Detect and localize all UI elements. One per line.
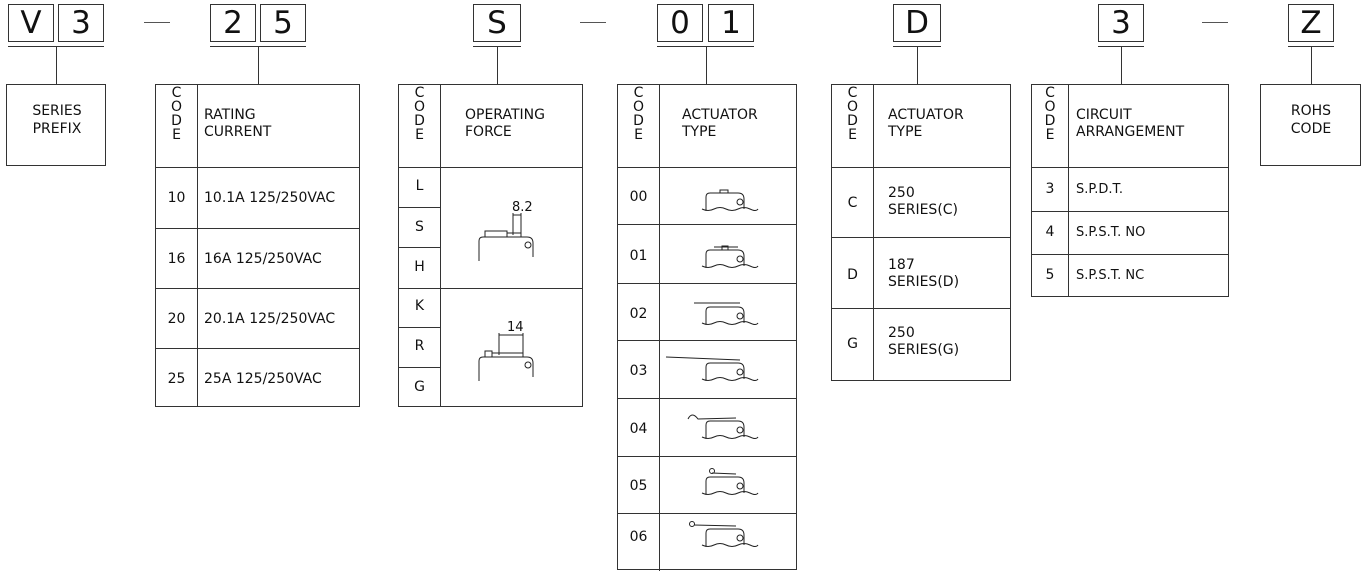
terminal-value-line1: 250 xyxy=(888,185,915,201)
rohs-line1: ROHS xyxy=(1290,103,1332,119)
code-char-box: D xyxy=(893,4,941,42)
actuator-pin-plunger-drawing xyxy=(701,189,759,211)
actuator-code: 00 xyxy=(629,189,648,205)
terminal-value-line2: SERIES(G) xyxy=(888,342,960,358)
force-code: L xyxy=(415,178,424,194)
circuit-header-line1: CIRCUIT xyxy=(1076,107,1132,123)
separator-dash xyxy=(1202,22,1228,23)
rating-header-line1: RATING xyxy=(204,107,256,123)
terminal-value-line1: 250 xyxy=(888,325,915,341)
rating-header-line2: CURRENT xyxy=(204,124,272,140)
rating-value: 20.1A 125/250VAC xyxy=(204,311,336,327)
force-header-line2: FORCE xyxy=(465,124,512,140)
connector-line xyxy=(917,46,918,84)
code-char-box: S xyxy=(473,4,521,42)
terminal-code: C xyxy=(847,195,858,211)
dimension-label: 14 xyxy=(507,320,524,335)
rating-code: 25 xyxy=(167,371,186,387)
actuator-long-roller-drawing xyxy=(689,521,759,547)
actuator-code: 01 xyxy=(629,248,648,264)
actuator-code: 06 xyxy=(629,529,648,545)
actuator-header-line1: ACTUATOR xyxy=(682,107,758,123)
separator-dash xyxy=(144,22,170,23)
connector-line xyxy=(258,46,259,84)
series-prefix-line2: PREFIX xyxy=(32,121,82,137)
terminal-value-line2: SERIES(C) xyxy=(888,202,959,218)
circuit-value: S.P.S.T. NO xyxy=(1076,225,1146,240)
terminal-value-line1: 187 xyxy=(888,257,915,273)
rohs-line2: CODE xyxy=(1290,121,1332,137)
code-char-box: 1 xyxy=(708,4,754,42)
actuator-code: 03 xyxy=(629,363,648,379)
code-char-box: Z xyxy=(1288,4,1334,42)
rating-value: 25A 125/250VAC xyxy=(204,371,322,387)
switch-dimension-drawing xyxy=(478,333,534,381)
terminal-header-line2: TYPE xyxy=(888,124,923,140)
code-char-box: 3 xyxy=(58,4,104,42)
force-code: K xyxy=(414,298,425,314)
terminal-code: D xyxy=(847,267,858,283)
connector-line xyxy=(56,46,57,84)
rating-value: 16A 125/250VAC xyxy=(204,251,322,267)
actuator-long-lever-drawing xyxy=(665,356,759,381)
terminal-code: G xyxy=(847,336,858,352)
circuit-code: 4 xyxy=(1045,224,1055,240)
force-header-line1: OPERATING xyxy=(465,107,545,123)
circuit-code: 5 xyxy=(1045,267,1055,283)
actuator-code: 05 xyxy=(629,478,648,494)
circuit-value: S.P.S.T. NC xyxy=(1076,268,1145,283)
series-prefix-box: SERIES PREFIX xyxy=(6,84,106,166)
switch-dimension-drawing xyxy=(478,213,534,261)
code-char-box: 5 xyxy=(260,4,306,42)
connector-line xyxy=(1121,46,1122,84)
circuit-code: 3 xyxy=(1045,181,1055,197)
force-code: S xyxy=(415,219,424,235)
force-code: G xyxy=(414,379,425,395)
rating-value: 10.1A 125/250VAC xyxy=(204,190,336,206)
actuator-header-line2: TYPE xyxy=(682,124,717,140)
rating-code: 16 xyxy=(167,251,186,267)
terminal-header-line1: ACTUATOR xyxy=(888,107,964,123)
circuit-header-line2: ARRANGEMENT xyxy=(1076,124,1185,140)
rating-code: 20 xyxy=(167,311,186,327)
code-char-box: 2 xyxy=(210,4,256,42)
connector-line xyxy=(497,46,498,84)
force-code: H xyxy=(414,259,425,275)
rating-code: 10 xyxy=(167,190,186,206)
terminal-value-line2: SERIES(D) xyxy=(888,274,960,290)
actuator-lever-drawing xyxy=(701,245,759,268)
actuator-lever-drawing xyxy=(694,302,759,325)
actuator-simulated-roller-drawing xyxy=(687,414,759,439)
dimension-label: 8.2 xyxy=(512,200,533,215)
actuator-code: 04 xyxy=(629,421,648,437)
connector-line xyxy=(1311,46,1312,84)
connector-line xyxy=(706,46,707,84)
separator-dash xyxy=(580,22,606,23)
code-char-box: 3 xyxy=(1098,4,1144,42)
code-underline xyxy=(657,46,754,47)
actuator-roller-drawing xyxy=(701,468,759,495)
series-prefix-line1: SERIES xyxy=(32,103,82,119)
rohs-code-box: ROHS CODE xyxy=(1260,84,1361,166)
circuit-value: S.P.D.T. xyxy=(1076,182,1124,197)
code-char-box: 0 xyxy=(657,4,703,42)
actuator-code: 02 xyxy=(629,306,648,322)
force-code: R xyxy=(414,338,425,354)
code-char-box: V xyxy=(8,4,54,42)
